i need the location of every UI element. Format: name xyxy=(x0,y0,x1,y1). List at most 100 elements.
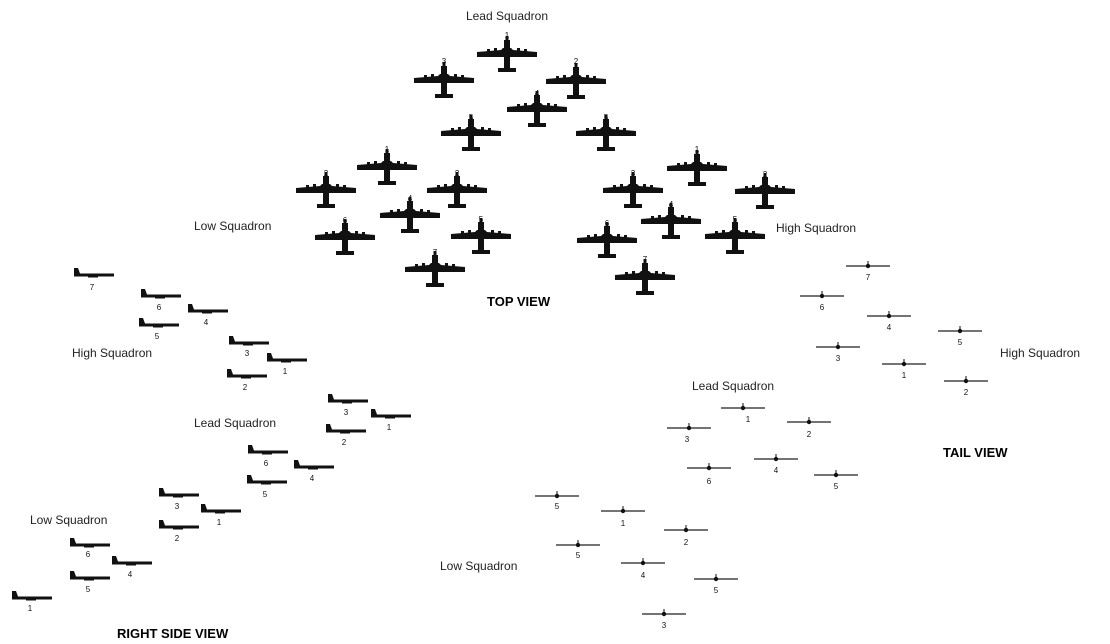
side-high-plane-7: 7 xyxy=(74,268,114,292)
top-lead-plane-2: 2 xyxy=(546,57,606,99)
side-high-plane-1: 1 xyxy=(267,353,307,376)
tail-lead-squadron-label: Lead Squadron xyxy=(692,379,774,393)
svg-text:6: 6 xyxy=(343,216,348,225)
svg-text:4: 4 xyxy=(774,466,779,475)
top-low-plane-2b: 2 xyxy=(427,169,487,208)
top-view: Lead Squadron Low Squadron High Squadron… xyxy=(194,9,856,309)
tail-lead-plane-5: 5 xyxy=(813,469,859,491)
svg-text:5: 5 xyxy=(958,338,963,347)
svg-text:5: 5 xyxy=(834,482,839,491)
tail-low-plane-3: 3 xyxy=(641,608,687,630)
svg-text:3: 3 xyxy=(245,349,250,358)
top-low-plane-7: 7 xyxy=(405,248,465,287)
svg-text:2: 2 xyxy=(342,438,347,447)
side-lead-plane-5: 5 xyxy=(247,475,287,499)
svg-text:4: 4 xyxy=(310,474,315,483)
side-high-plane-5: 5 xyxy=(139,318,179,341)
tail-high-plane-2: 2 xyxy=(943,375,989,397)
tail-low-plane-1: 1 xyxy=(600,505,646,528)
svg-text:6: 6 xyxy=(707,477,712,486)
top-low-plane-6: 6 xyxy=(315,216,375,255)
tail-view: High Squadron Lead Squadron Low Squadron… xyxy=(440,260,1080,630)
top-high-squadron-label: High Squadron xyxy=(776,221,856,235)
svg-text:1: 1 xyxy=(28,604,33,613)
tail-high-plane-6: 6 xyxy=(799,290,845,312)
svg-text:5: 5 xyxy=(86,585,91,594)
tail-high-squadron-label: High Squadron xyxy=(1000,346,1080,360)
top-lead-plane-3: 3 xyxy=(414,57,474,98)
svg-text:3: 3 xyxy=(662,621,667,630)
side-lead-plane-3: 3 xyxy=(328,394,368,417)
tail-high-plane-3: 3 xyxy=(815,341,861,363)
svg-text:2: 2 xyxy=(684,538,689,547)
svg-text:5: 5 xyxy=(469,113,474,122)
svg-text:2: 2 xyxy=(175,534,180,543)
top-high-plane-7: 7 xyxy=(615,255,675,295)
top-lead-squadron-label: Lead Squadron xyxy=(466,9,548,23)
svg-text:6: 6 xyxy=(605,219,610,228)
svg-text:5: 5 xyxy=(714,586,719,595)
svg-text:2: 2 xyxy=(763,170,768,179)
side-high-squadron-label: High Squadron xyxy=(72,346,152,360)
top-low-plane-4: 4 xyxy=(380,194,440,233)
top-high-plane-3: 3 xyxy=(603,169,663,208)
svg-text:6: 6 xyxy=(157,303,162,312)
svg-text:4: 4 xyxy=(641,571,646,580)
svg-text:6: 6 xyxy=(264,459,269,468)
tail-low-plane-5c: 5 xyxy=(693,573,739,595)
top-low-squadron-label: Low Squadron xyxy=(194,219,271,233)
side-high-plane-6: 6 xyxy=(141,289,181,312)
svg-text:4: 4 xyxy=(408,194,413,203)
svg-text:3: 3 xyxy=(836,354,841,363)
tail-lead-plane-4: 4 xyxy=(753,453,799,475)
svg-text:1: 1 xyxy=(283,367,288,376)
top-lead-plane-1: 1 xyxy=(477,31,537,72)
tail-lead-plane-3: 3 xyxy=(666,422,712,444)
top-lead-plane-5b: 5 xyxy=(576,113,636,151)
svg-text:1: 1 xyxy=(217,518,222,527)
svg-text:1: 1 xyxy=(621,519,626,528)
top-high-plane-2: 2 xyxy=(735,170,795,209)
top-lead-plane-4: 4 xyxy=(507,89,567,127)
svg-text:2: 2 xyxy=(807,430,812,439)
svg-text:1: 1 xyxy=(695,145,700,154)
side-low-plane-6: 6 xyxy=(70,538,110,559)
side-low-plane-1b: 1 xyxy=(12,591,52,613)
svg-text:5: 5 xyxy=(555,502,560,511)
svg-text:5: 5 xyxy=(604,113,609,122)
top-high-plane-6: 6 xyxy=(577,219,637,258)
svg-text:1: 1 xyxy=(902,371,907,380)
tail-high-plane-5: 5 xyxy=(937,325,983,347)
side-low-plane-5: 5 xyxy=(70,571,110,594)
svg-text:3: 3 xyxy=(685,435,690,444)
tail-low-plane-4: 4 xyxy=(620,557,666,580)
tail-low-squadron-label: Low Squadron xyxy=(440,559,517,573)
svg-text:5: 5 xyxy=(576,551,581,560)
svg-text:5: 5 xyxy=(155,332,160,341)
side-lead-plane-1: 1 xyxy=(371,409,411,432)
tail-high-plane-1: 1 xyxy=(881,358,927,380)
side-lead-squadron-label: Lead Squadron xyxy=(194,416,276,430)
svg-text:5: 5 xyxy=(733,215,738,224)
svg-text:1: 1 xyxy=(746,415,751,424)
svg-text:2: 2 xyxy=(243,383,248,392)
svg-text:3: 3 xyxy=(442,57,447,66)
svg-text:4: 4 xyxy=(128,570,133,579)
tail-lead-plane-1: 1 xyxy=(720,402,766,424)
svg-text:7: 7 xyxy=(643,255,648,264)
side-lead-plane-4: 4 xyxy=(294,460,334,483)
side-high-plane-2: 2 xyxy=(227,369,267,392)
side-view: High Squadron Lead Squadron Low Squadron… xyxy=(12,268,411,641)
svg-text:4: 4 xyxy=(669,200,674,209)
svg-text:4: 4 xyxy=(887,323,892,332)
svg-text:2: 2 xyxy=(324,169,329,178)
svg-text:6: 6 xyxy=(86,550,91,559)
svg-text:4: 4 xyxy=(535,89,540,98)
top-low-plane-1: 1 xyxy=(357,145,417,185)
side-low-plane-4: 4 xyxy=(112,556,152,579)
svg-text:2: 2 xyxy=(574,57,579,66)
tail-lead-plane-2: 2 xyxy=(786,416,832,439)
tail-low-plane-2: 2 xyxy=(663,524,709,547)
side-low-squadron-label: Low Squadron xyxy=(30,513,107,527)
